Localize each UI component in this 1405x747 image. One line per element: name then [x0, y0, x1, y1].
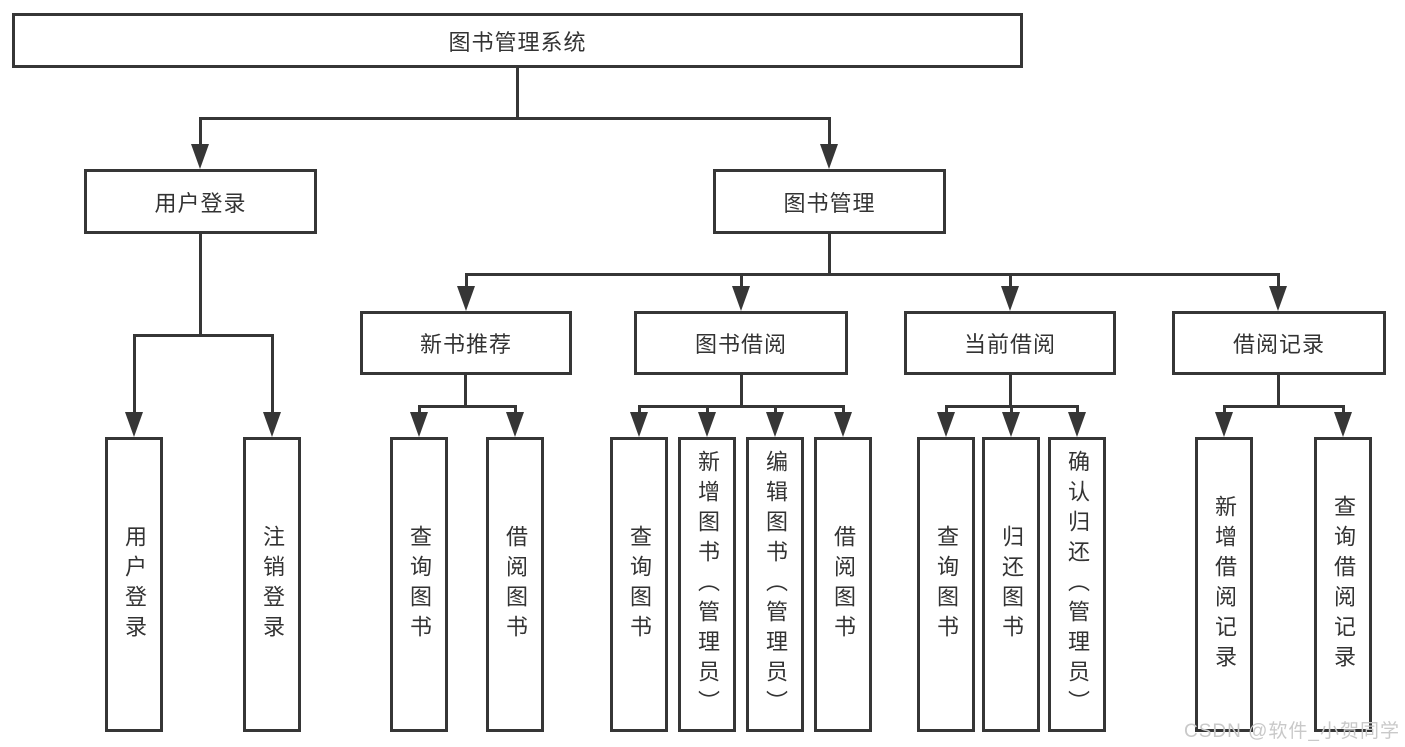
leaf-label: 查询图书	[407, 524, 432, 645]
leaf-recommend-borrow-books: 借阅图书	[486, 437, 544, 732]
arrow-down-icon	[1334, 412, 1352, 437]
leaf-label: 编辑图书（管理员）	[763, 449, 788, 720]
node-label: 图书管理	[783, 190, 876, 216]
node-label: 借阅记录	[1232, 332, 1325, 357]
leaf-label: 查询借阅记录	[1331, 494, 1356, 675]
arrow-down-icon	[732, 286, 750, 311]
leaf-label: 新增借阅记录	[1212, 494, 1237, 675]
leaf-recommend-query-books: 查询图书	[390, 437, 448, 732]
arrow-down-icon	[1001, 286, 1019, 311]
leaf-user-login: 用户登录	[105, 437, 163, 732]
connector-stub-group	[740, 273, 743, 291]
arrow-down-icon	[1068, 412, 1086, 437]
leaf-borrow-books: 借阅图书	[814, 437, 872, 732]
connector-user-login-stem	[199, 234, 202, 335]
leaf-label: 查询图书	[627, 524, 652, 645]
connector-root-split	[199, 117, 831, 120]
node-new-book-recommendation: 新书推荐	[360, 311, 572, 375]
connector-stub-group	[1277, 273, 1280, 291]
connector-book-management-split	[465, 273, 1280, 276]
connector-group-stem	[464, 375, 467, 407]
arrow-down-icon	[766, 412, 784, 437]
arrow-down-icon	[937, 412, 955, 437]
node-book-management: 图书管理	[713, 169, 946, 234]
csdn-watermark: CSDN @软件_小贺同学	[1184, 721, 1400, 742]
leaf-borrowing-query-books: 查询图书	[610, 437, 668, 732]
connector-stub-group	[465, 273, 468, 291]
arrow-down-icon	[698, 412, 716, 437]
node-label: 图书借阅	[694, 332, 787, 357]
leaf-label: 用户登录	[122, 524, 147, 645]
arrow-down-icon	[125, 412, 143, 437]
connector-group-stem	[1277, 375, 1280, 407]
leaf-label: 归还图书	[999, 524, 1024, 645]
node-label: 当前借阅	[963, 332, 1056, 357]
connector-group-split	[418, 405, 517, 408]
arrow-down-icon	[191, 144, 209, 169]
leaf-add-borrow-record: 新增借阅记录	[1195, 437, 1253, 732]
leaf-label: 查询图书	[934, 524, 959, 645]
connector-group-split	[1223, 405, 1345, 408]
arrow-down-icon	[1002, 412, 1020, 437]
arrow-down-icon	[834, 412, 852, 437]
connector-book-management-stem	[828, 234, 831, 274]
connector-group-stem	[1009, 375, 1012, 407]
arrow-down-icon	[263, 412, 281, 437]
arrow-down-icon	[506, 412, 524, 437]
connector-user-login-split	[133, 334, 274, 337]
connector-group-stem	[740, 375, 743, 407]
arrow-down-icon	[1269, 286, 1287, 311]
node-borrowing-records: 借阅记录	[1172, 311, 1386, 375]
connector-stub-leaf	[271, 334, 274, 416]
connector-root-stem	[516, 68, 519, 119]
leaf-label: 注销登录	[260, 524, 285, 645]
arrow-down-icon	[630, 412, 648, 437]
connector-stub-user-login	[199, 117, 202, 150]
leaf-current-query-books: 查询图书	[917, 437, 975, 732]
connector-stub-book-management	[828, 117, 831, 150]
node-label: 新书推荐	[419, 332, 512, 357]
arrow-down-icon	[410, 412, 428, 437]
leaf-add-books-admin: 新增图书（管理员）	[678, 437, 736, 732]
node-library-management-system: 图书管理系统	[12, 13, 1023, 68]
arrow-down-icon	[457, 286, 475, 311]
connector-group-split	[638, 405, 845, 408]
node-current-borrowing: 当前借阅	[904, 311, 1116, 375]
leaf-query-borrow-record: 查询借阅记录	[1314, 437, 1372, 732]
node-user-login: 用户登录	[84, 169, 317, 234]
leaf-label: 借阅图书	[831, 524, 856, 645]
node-label: 用户登录	[154, 190, 247, 216]
arrow-down-icon	[820, 144, 838, 169]
node-label: 图书管理系统	[448, 29, 587, 55]
leaf-confirm-return-admin: 确认归还（管理员）	[1048, 437, 1106, 732]
node-book-borrowing: 图书借阅	[634, 311, 848, 375]
connector-stub-group	[1009, 273, 1012, 291]
leaf-return-books: 归还图书	[982, 437, 1040, 732]
leaf-label: 新增图书（管理员）	[695, 449, 720, 720]
leaf-label: 借阅图书	[503, 524, 528, 645]
arrow-down-icon	[1215, 412, 1233, 437]
leaf-logout: 注销登录	[243, 437, 301, 732]
connector-stub-leaf	[133, 334, 136, 416]
leaf-label: 确认归还（管理员）	[1065, 449, 1090, 720]
leaf-edit-books-admin: 编辑图书（管理员）	[746, 437, 804, 732]
